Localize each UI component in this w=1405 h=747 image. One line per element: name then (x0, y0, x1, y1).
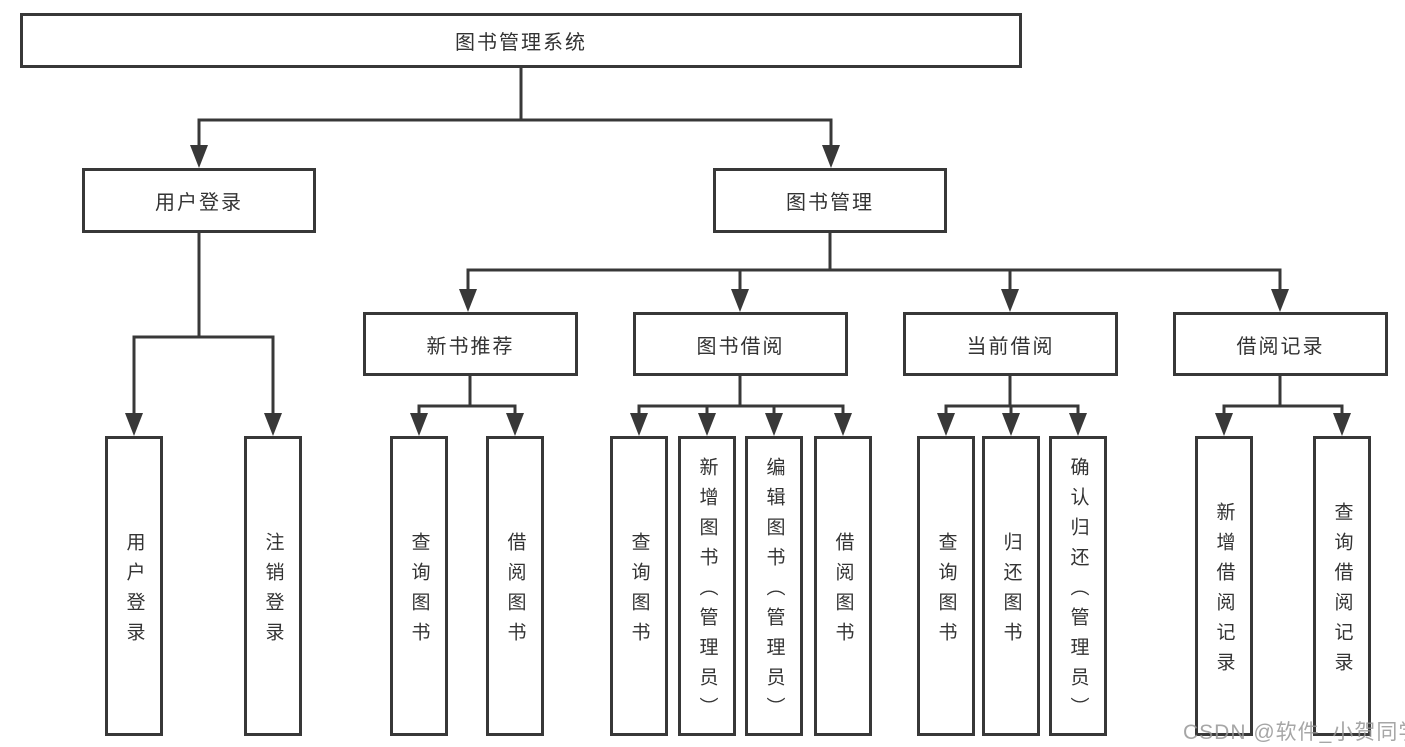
leaf-confirm-return-admin-label: 确认归还（管理员） (1067, 456, 1089, 727)
leaf-query-books-current-label: 查询图书 (935, 531, 957, 652)
node-user-login-label: 用户登录 (155, 192, 243, 214)
leaf-logout: 注销登录 (244, 436, 302, 736)
connector-user-login (132, 233, 275, 418)
leaf-borrow-books-recommend-label: 借阅图书 (504, 531, 526, 652)
leaf-return-books: 归还图书 (982, 436, 1040, 736)
arrowheads-book-borrow (630, 413, 852, 436)
connector-current-borrow (944, 376, 1080, 418)
arrowheads-book-management (459, 289, 1289, 312)
arrowheads-current-borrow (937, 413, 1087, 436)
leaf-user-login: 用户登录 (105, 436, 163, 736)
node-borrow-records: 借阅记录 (1173, 312, 1388, 376)
leaf-edit-book-admin-label: 编辑图书（管理员） (763, 456, 785, 727)
leaf-query-books-borrow-label: 查询图书 (628, 531, 650, 652)
arrowheads-new-book-recommend (410, 413, 524, 436)
leaf-add-borrow-record: 新增借阅记录 (1195, 436, 1253, 736)
node-user-login: 用户登录 (82, 168, 316, 233)
leaf-query-borrow-record-label: 查询借阅记录 (1331, 501, 1353, 682)
node-current-borrow: 当前借阅 (903, 312, 1118, 376)
node-book-management-label: 图书管理 (786, 192, 874, 214)
leaf-add-book-admin: 新增图书（管理员） (678, 436, 736, 736)
leaf-query-books-recommend: 查询图书 (390, 436, 448, 736)
leaf-confirm-return-admin: 确认归还（管理员） (1049, 436, 1107, 736)
leaf-add-book-admin-label: 新增图书（管理员） (696, 456, 718, 727)
leaf-borrow-books-2: 借阅图书 (814, 436, 872, 736)
connector-borrow-records (1222, 376, 1344, 418)
leaf-query-borrow-record: 查询借阅记录 (1313, 436, 1371, 736)
node-root-label: 图书管理系统 (455, 32, 587, 54)
leaf-borrow-books-recommend: 借阅图书 (486, 436, 544, 736)
leaf-return-books-label: 归还图书 (1000, 531, 1022, 652)
leaf-edit-book-admin: 编辑图书（管理员） (745, 436, 803, 736)
leaf-add-borrow-record-label: 新增借阅记录 (1213, 501, 1235, 682)
node-book-borrow: 图书借阅 (633, 312, 848, 376)
connector-book-management (466, 233, 1282, 294)
connector-root (197, 68, 833, 150)
node-book-borrow-label: 图书借阅 (696, 335, 785, 358)
leaf-query-books-borrow: 查询图书 (610, 436, 668, 736)
arrowheads-user-login (125, 413, 282, 436)
arrowheads-borrow-records (1215, 413, 1351, 436)
leaf-query-books-current: 查询图书 (917, 436, 975, 736)
node-new-book-recommend-label: 新书推荐 (426, 335, 515, 358)
node-borrow-records-label: 借阅记录 (1236, 335, 1325, 358)
node-root: 图书管理系统 (20, 13, 1022, 68)
leaf-borrow-books-2-label: 借阅图书 (832, 531, 854, 652)
connector-new-book-recommend (417, 376, 517, 418)
arrowheads-root (190, 145, 840, 168)
connector-book-borrow (637, 376, 845, 418)
node-new-book-recommend: 新书推荐 (363, 312, 578, 376)
csdn-watermark: CSDN @软件_小贺同学 (1183, 721, 1405, 744)
node-book-management: 图书管理 (713, 168, 947, 233)
leaf-user-login-label: 用户登录 (123, 531, 145, 652)
leaf-query-books-recommend-label: 查询图书 (408, 531, 430, 652)
leaf-logout-label: 注销登录 (262, 531, 284, 652)
node-current-borrow-label: 当前借阅 (966, 335, 1055, 358)
